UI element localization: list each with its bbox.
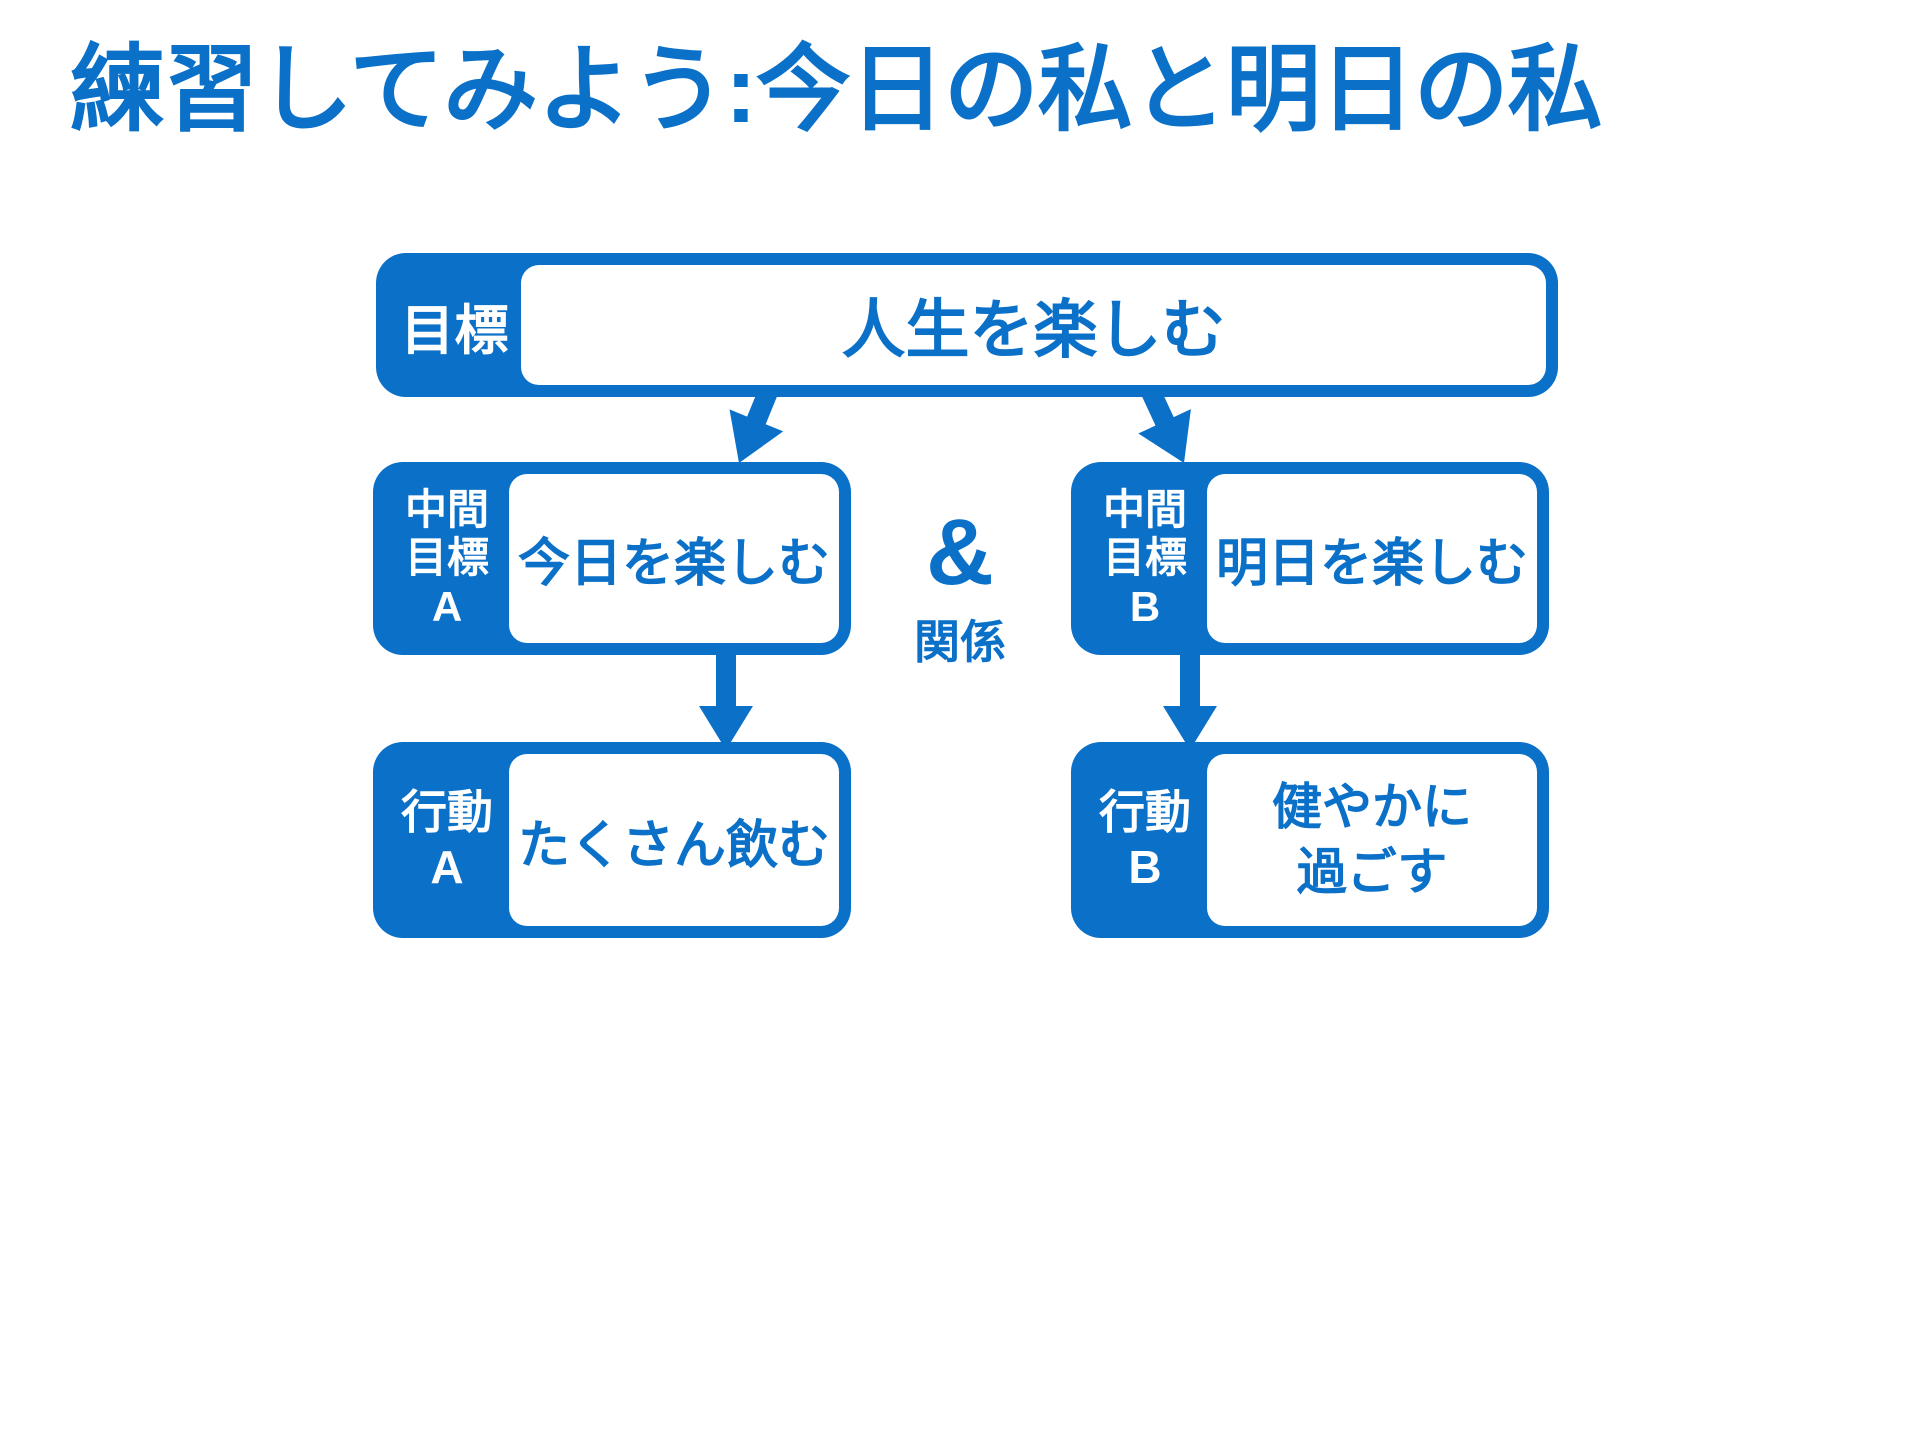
mid-goal-a-label-line: 中間 <box>404 486 489 534</box>
mid-goal-a-content-text: 今日を楽しむ <box>517 535 830 593</box>
action-b-content-line: 健やかに <box>1272 779 1472 835</box>
mid-goal-b-label: 中間 目標 B <box>1083 474 1207 643</box>
goal-box-label: 目標 <box>388 265 521 385</box>
mid-goal-b-label-line: 目標 <box>1102 534 1187 582</box>
arrow-goal-to-mid-a <box>729 388 784 463</box>
arrow-goal-to-mid-b <box>1138 387 1191 463</box>
relation-ampersand: & <box>926 499 994 604</box>
action-b-content-line: 過ごす <box>1296 844 1448 900</box>
mid-goal-b-content: 明日を楽しむ <box>1207 474 1537 643</box>
action-a-label: 行動 A <box>385 754 509 926</box>
mid-goal-a-content: 今日を楽しむ <box>509 474 839 643</box>
goal-box-label-text: 目標 <box>400 300 509 361</box>
goal-box: 目標 人生を楽しむ <box>376 253 1558 397</box>
action-a-content: たくさん飲む <box>509 754 839 926</box>
mid-goal-b-content-text: 明日を楽しむ <box>1215 535 1528 593</box>
relation-note: & 関係 <box>860 499 1060 668</box>
arrow-mid-b-to-action-b <box>1163 650 1217 750</box>
action-a-label-line: A <box>430 841 464 893</box>
action-a-label-line: 行動 <box>401 785 493 838</box>
mid-goal-a-label-line: 目標 <box>404 534 489 582</box>
mid-goal-b-label-line: 中間 <box>1102 486 1187 534</box>
action-b-label-line: 行動 <box>1099 785 1191 838</box>
mid-goal-a-label: 中間 目標 A <box>385 474 509 643</box>
relation-label: 関係 <box>914 616 1006 668</box>
action-b-label-line: B <box>1128 841 1162 893</box>
mid-goal-b-label-line: B <box>1129 582 1161 630</box>
action-b-box: 行動 B 健やかに 過ごす <box>1071 742 1549 938</box>
arrow-mid-a-to-action-a <box>699 650 753 750</box>
action-b-content: 健やかに 過ごす <box>1207 754 1537 926</box>
slide-title: 練習してみよう:今日の私と明日の私 <box>70 37 1603 143</box>
mid-goal-b-box: 中間 目標 B 明日を楽しむ <box>1071 462 1549 655</box>
mid-goal-a-label-line: A <box>431 582 463 630</box>
mid-goal-a-box: 中間 目標 A 今日を楽しむ <box>373 462 851 655</box>
goal-box-content-text: 人生を楽しむ <box>841 294 1226 366</box>
action-a-box: 行動 A たくさん飲む <box>373 742 851 938</box>
goal-box-content: 人生を楽しむ <box>521 265 1546 385</box>
action-a-content-text: たくさん飲む <box>517 816 830 875</box>
action-b-label: 行動 B <box>1083 754 1207 926</box>
